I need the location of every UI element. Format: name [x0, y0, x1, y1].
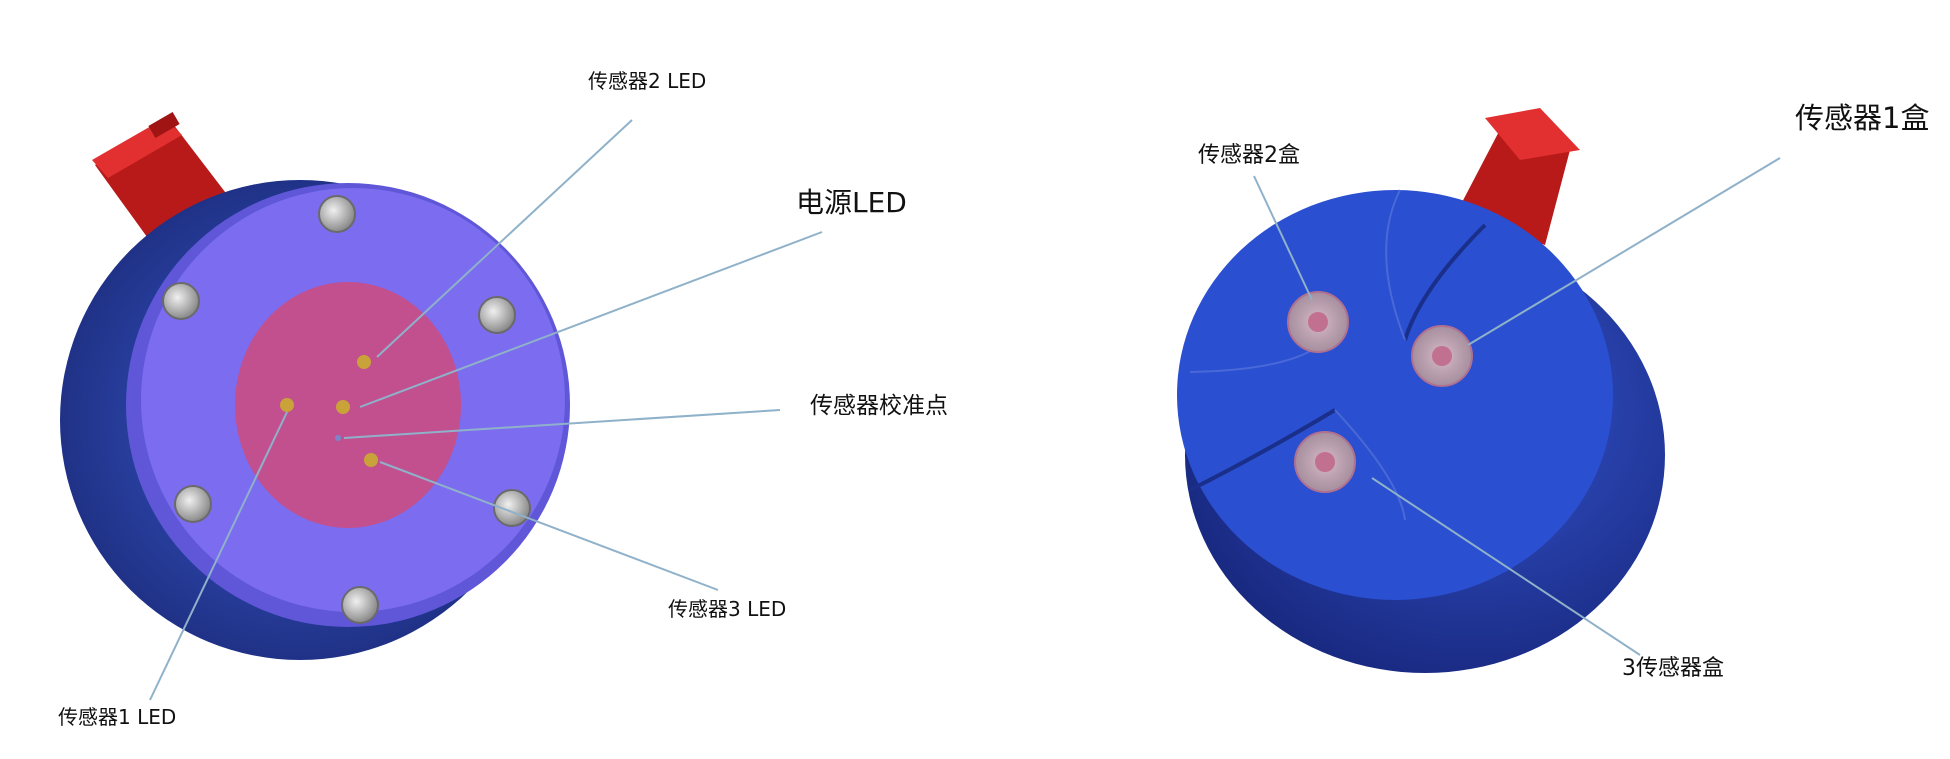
label-power-led: 电源LED [796, 186, 907, 219]
groove-lower [1189, 408, 1337, 492]
left-device: 传感器2 LED 电源LED 传感器校准点 传感器3 LED 传感器1 LED [58, 69, 948, 729]
label-sensor1-box: 传感器1盒 [1795, 101, 1929, 135]
bolt [162, 282, 200, 320]
bolt [341, 586, 379, 624]
bolt [478, 296, 516, 334]
leader-power-led [359, 231, 823, 408]
right-face [1177, 190, 1613, 600]
label-sensor3-led: 传感器3 LED [668, 597, 786, 621]
label-sensor2-led: 传感器2 LED [588, 69, 706, 93]
bolt [318, 195, 356, 233]
groove-upper [1403, 223, 1487, 341]
leader-sensor3-led [379, 461, 719, 591]
label-sensor3-box: 3传感器盒 [1622, 656, 1724, 681]
label-calibration-point: 传感器校准点 [810, 393, 948, 419]
bolt [493, 489, 531, 527]
right-device: 传感器1盒 传感器2盒 3传感器盒 [1177, 101, 1929, 681]
left-leds [280, 355, 378, 467]
label-sensor1-led: 传感器1 LED [58, 705, 176, 729]
sensor3-pad [1294, 431, 1356, 493]
leader-sensor2-box [1253, 175, 1313, 301]
bolt [174, 485, 212, 523]
right-leader-lines [1253, 157, 1781, 656]
leader-sensor1-led [149, 411, 288, 701]
leader-sensor2-led [376, 119, 633, 358]
left-leader-lines [149, 119, 823, 701]
left-bolts [162, 195, 531, 624]
leader-sensor1-box [1467, 157, 1781, 346]
leader-calibration-point [343, 409, 781, 439]
sensor1-pad [1411, 325, 1473, 387]
leader-sensor3-box [1371, 477, 1641, 656]
sensor2-led [357, 355, 371, 369]
calibration-point [335, 435, 341, 441]
sensor1-led [280, 398, 294, 412]
sensor3-led [364, 453, 378, 467]
power-led [336, 400, 350, 414]
right-sensor-pads [1287, 291, 1473, 493]
sensor2-pad [1287, 291, 1349, 353]
right-grooves [1189, 223, 1487, 492]
label-sensor2-box: 传感器2盒 [1198, 143, 1300, 168]
